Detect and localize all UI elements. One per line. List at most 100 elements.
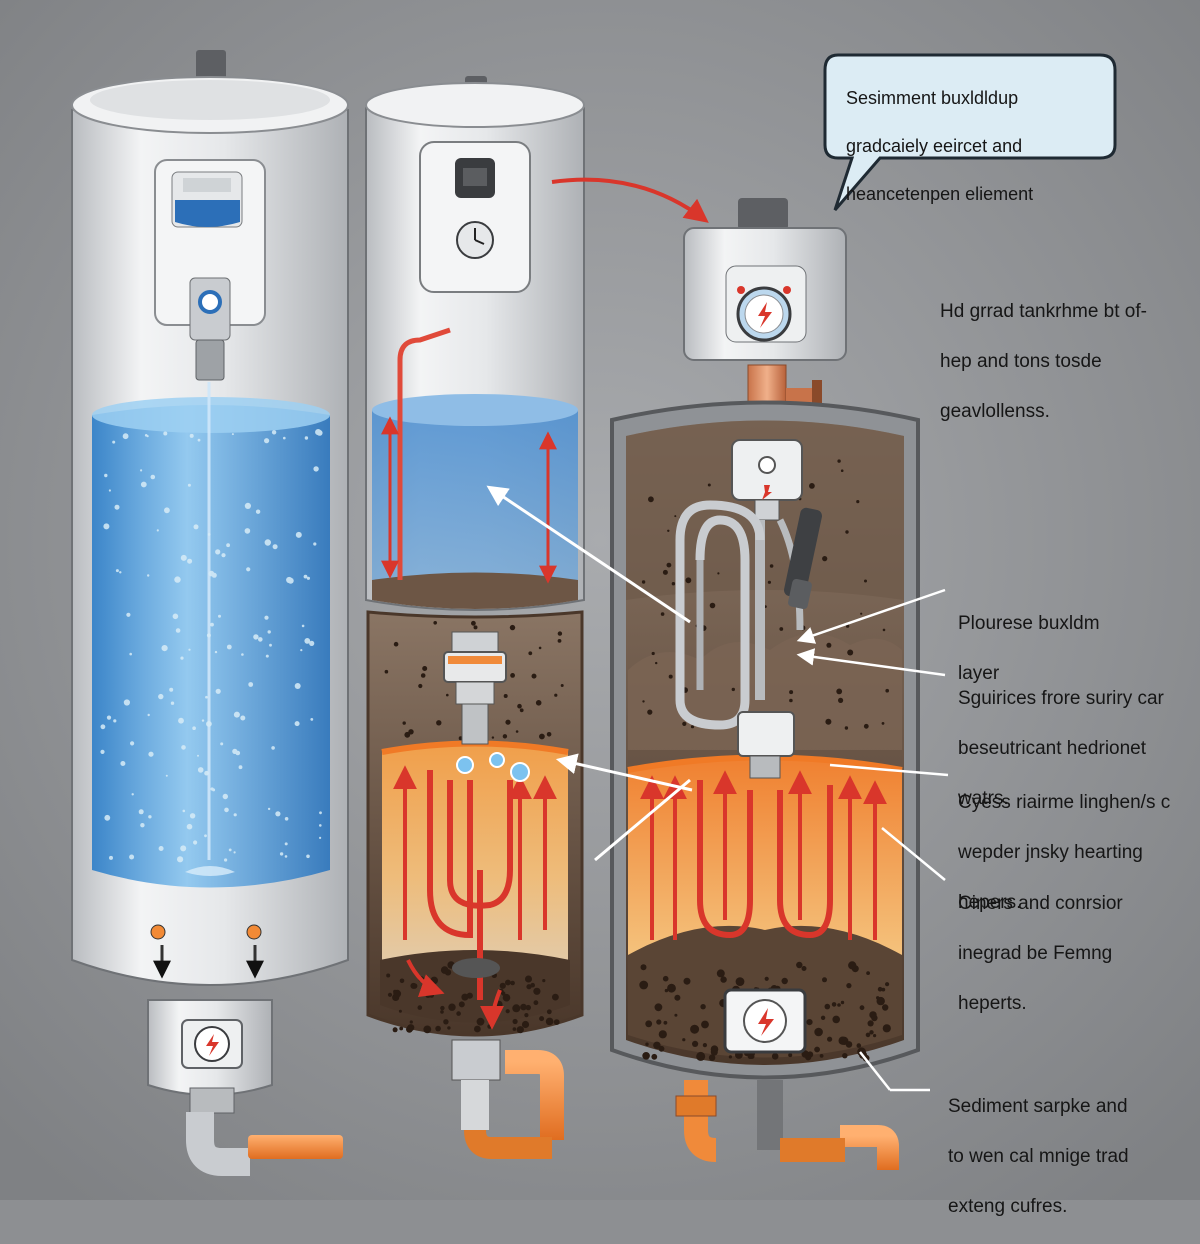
sediment-speck [535,700,542,706]
water-bubble [204,770,209,776]
sediment-speck [491,736,495,739]
sediment-speck [820,1015,826,1020]
water-bubble [197,438,201,442]
diagram-illustration [0,0,1200,1200]
sediment-speck [502,993,511,1002]
water-bubble [295,531,302,538]
label-line: to wen cal mnige trad [948,1146,1129,1167]
water-bubble [140,469,143,472]
water-bubble [114,504,120,510]
sediment-speck [528,651,533,656]
sediment-speck [654,1003,663,1012]
sediment-speck [458,1001,465,1008]
water-bubble [224,807,229,813]
water-bubble [233,813,237,817]
water-bubble [186,823,193,830]
label-line: Cyess riairme linghen/s c [958,792,1171,813]
heat-zone [628,757,902,955]
water-bubble [156,529,159,532]
sediment-speck [515,730,519,733]
water-bubble [294,683,301,689]
water-bubble [284,855,288,858]
sediment-speck [806,1019,813,1026]
water-bubble [180,845,187,852]
water-bubble [146,435,149,438]
sediment-speck [531,673,537,679]
water-bubble [100,749,105,755]
heat-arrows [640,770,887,940]
sediment-speck [448,1003,456,1011]
water-bubble [206,633,211,638]
sediment-speck [735,977,745,986]
sediment-speck [666,562,672,568]
sediment-speck [530,982,535,988]
label-sources: Sguirices frore suriry car beseutricant … [958,661,1198,836]
sediment-speck [710,1048,718,1056]
sediment-speck [435,1025,441,1032]
water-bubble [104,473,108,478]
label-line: Sediment sarpke and [948,1096,1128,1117]
callout-text: Sesimment buxldldup gradcaiely eeircet a… [846,62,1096,230]
water-bubble [129,854,135,860]
water-bubble [170,701,175,705]
sediment-speck [502,734,508,739]
heated-zone [382,743,568,968]
sediment-speck [769,564,774,568]
water-bubble [240,715,246,721]
label-buildup-layer: Plourese buxldm layer [958,586,1193,711]
sediment-speck [406,1026,413,1033]
water-bubble [189,433,194,438]
sediment-speck [474,1025,481,1033]
sediment-speck [384,669,389,674]
water-bubble [147,574,150,577]
sediment-speck [645,1020,653,1028]
sediment-speck [525,1004,531,1011]
sediment-speck [814,1027,823,1037]
water-bubble [208,570,215,577]
sediment-speck [845,624,850,628]
sediment-speck [663,1020,668,1025]
sediment-speck [873,1034,877,1038]
sediment-speck [398,1009,402,1013]
water-bubble [300,649,303,652]
water-bubble [310,718,314,721]
sediment-speck [440,1010,444,1014]
sediment-speck [869,1030,874,1035]
sediment-speck [648,496,654,503]
sediment-speck [642,700,645,703]
water-bubble [313,542,317,546]
sediment-speck [690,725,695,729]
callout-bubble [823,53,1117,211]
water-bubble [253,634,259,640]
water-bubble [158,693,164,700]
sediment-speck [859,1005,865,1011]
water-bubble [172,613,179,620]
water-bubble [106,715,112,720]
sediment-speck [700,1004,706,1010]
label-line: layer [958,663,1000,684]
sediment-speck [847,649,854,656]
label-line: watrs. [958,788,1009,809]
tank-clean [71,50,349,1176]
sediment-speck [709,602,716,609]
sediment-speck [417,1005,423,1010]
sediment-speck [521,1020,530,1029]
water-bubble [148,815,152,819]
sediment-speck [423,1025,432,1034]
water-bubble [187,558,193,564]
sediment-speck [662,569,668,575]
water-bubble [319,836,322,840]
sediment-speck [447,1026,451,1030]
sediment-speck [882,1004,889,1011]
sediment-speck [505,719,511,725]
sediment-speck [885,688,889,693]
pointer-arrow [486,485,691,624]
sediment-speck [557,639,562,643]
sediment-speck [503,694,508,698]
sediment-speck [668,674,673,679]
sediment-speck [651,1053,658,1060]
sediment-speck [720,976,727,983]
sediment-speck [539,1016,545,1022]
tank-sediment [610,198,920,1170]
water-bubble [140,823,145,828]
